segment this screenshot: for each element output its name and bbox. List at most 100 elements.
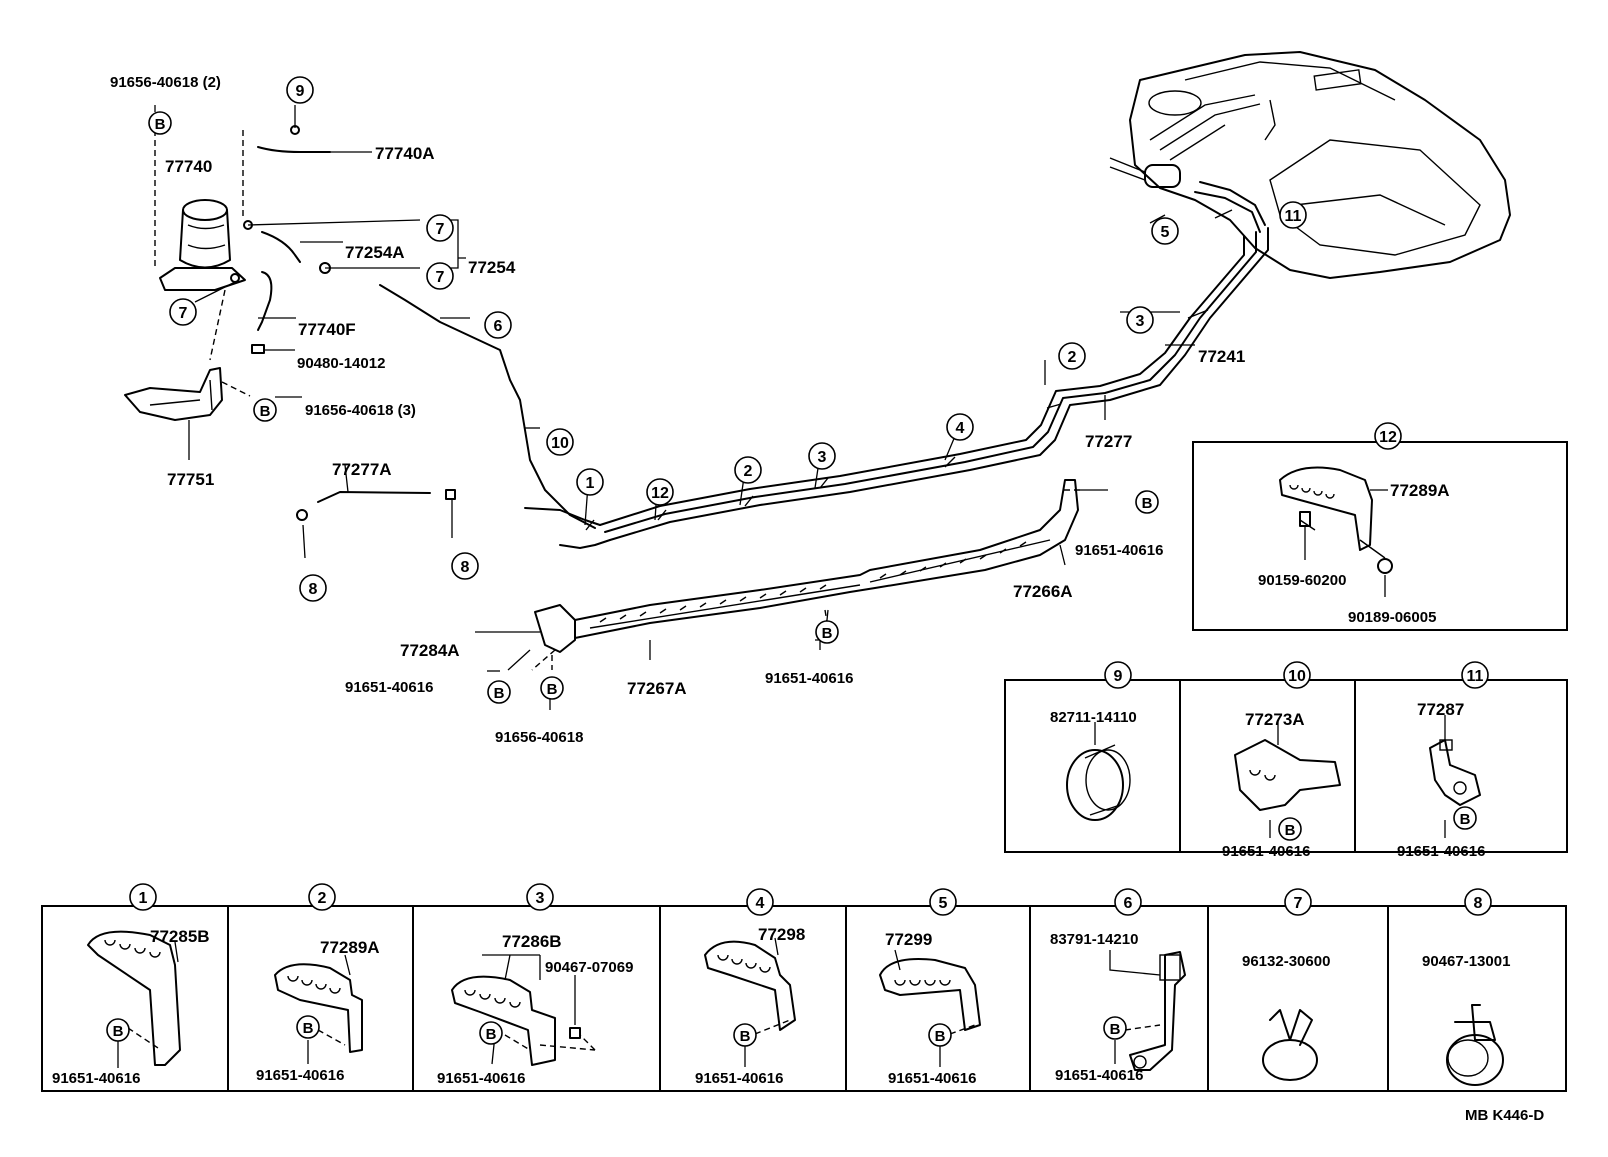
label-90480-14012: 90480-14012	[297, 355, 385, 372]
clamp-77285b	[87, 930, 181, 1066]
callout-2-box: 2	[308, 883, 336, 911]
svg-text:6: 6	[1124, 895, 1133, 912]
callout-11-box: 11	[1461, 661, 1489, 689]
label-77289a: 77289A	[320, 938, 380, 957]
bolt-b-13: B	[928, 1023, 952, 1047]
label-90189-06005: 90189-06005	[1348, 609, 1436, 626]
bolt-b-9: B	[106, 1018, 130, 1042]
callout-7-box: 7	[1284, 888, 1312, 916]
callout-2-main-a: 2	[734, 456, 762, 484]
callout-1-box: 1	[129, 883, 157, 911]
svg-text:B: B	[155, 116, 166, 133]
svg-text:B: B	[494, 685, 505, 702]
svg-text:5: 5	[939, 895, 948, 912]
hose-77740a	[257, 146, 331, 153]
bolt-b-2: B	[253, 398, 277, 422]
svg-text:8: 8	[309, 581, 318, 598]
hose-77254a	[261, 231, 301, 263]
bolt-b-3: B	[1135, 490, 1159, 514]
clamp-90467-13001	[1446, 1004, 1504, 1086]
svg-text:B: B	[547, 681, 558, 698]
label-90159-60200: 90159-60200	[1258, 572, 1346, 589]
label-91651-40616-c: 91651-40616	[765, 670, 853, 687]
label-77284a: 77284A	[400, 641, 460, 660]
svg-text:12: 12	[651, 485, 669, 502]
callout-6: 6	[484, 311, 512, 339]
svg-text:B: B	[113, 1023, 124, 1040]
svg-text:B: B	[935, 1028, 946, 1045]
callout-9-box: 9	[1104, 661, 1132, 689]
label-77277a: 77277A	[332, 460, 392, 479]
nut-90480	[251, 344, 265, 354]
svg-text:7: 7	[436, 221, 445, 238]
svg-text:9: 9	[296, 83, 305, 100]
callout-10-main: 10	[546, 428, 574, 456]
svg-text:7: 7	[436, 269, 445, 286]
svg-text:3: 3	[818, 449, 827, 466]
svg-text:7: 7	[1294, 895, 1303, 912]
bolt-markers: B B B B B B B B B B B B B B	[106, 111, 1477, 1047]
label-77241: 77241	[1198, 347, 1245, 366]
svg-text:4: 4	[956, 420, 965, 437]
label-91651-40616-e: 91651-40616	[1397, 843, 1485, 860]
svg-text:2: 2	[1068, 349, 1077, 366]
label-91651-40616-f: 91651-40616	[52, 1070, 140, 1087]
svg-text:B: B	[822, 625, 833, 642]
leader-lines	[154, 105, 1233, 710]
part-labels: 91656-40618 (2) 77740 77740A 77254A 7725…	[52, 74, 1544, 1124]
bolt-b-1: B	[148, 111, 172, 135]
detail-box-12	[1192, 441, 1568, 631]
bolt-b-14: B	[1103, 1016, 1127, 1040]
callout-2-main-b: 2	[1058, 342, 1086, 370]
svg-text:11: 11	[1285, 208, 1302, 225]
label-91651-40616-d: 91651-40616	[1222, 843, 1310, 860]
bolt-b-6: B	[540, 676, 564, 700]
bracket-77751	[124, 367, 223, 421]
label-91656-40618: 91656-40618	[495, 729, 583, 746]
bolt-b-10: B	[296, 1015, 320, 1039]
detail-row-1-8	[41, 905, 1567, 1092]
svg-text:10: 10	[551, 435, 569, 452]
svg-text:B: B	[260, 403, 271, 420]
callout-6-box: 6	[1114, 888, 1142, 916]
svg-text:6: 6	[494, 318, 503, 335]
callout-7-a: 7	[426, 214, 454, 242]
callout-9-top: 9	[286, 76, 314, 104]
label-90467-13001: 90467-13001	[1422, 953, 1510, 970]
clamp-77298	[704, 940, 796, 1031]
svg-text:B: B	[740, 1028, 751, 1045]
svg-text:5: 5	[1161, 224, 1170, 241]
hose-77277a	[317, 491, 431, 503]
hose-clamp-82711	[1066, 744, 1131, 821]
label-83791-14210: 83791-14210	[1050, 931, 1138, 948]
callout-8-box: 8	[1464, 888, 1492, 916]
svg-text:4: 4	[756, 895, 765, 912]
bolt-b-11: B	[479, 1021, 503, 1045]
svg-text:1: 1	[586, 475, 595, 492]
svg-text:1: 1	[139, 890, 148, 907]
svg-text:8: 8	[1474, 895, 1483, 912]
label-91651-40616-g: 91651-40616	[256, 1067, 344, 1084]
svg-text:B: B	[1142, 495, 1153, 512]
label-77254a: 77254A	[345, 243, 405, 262]
label-91651-40616-h: 91651-40616	[437, 1070, 525, 1087]
svg-text:8: 8	[461, 559, 470, 576]
fuel-tank	[1109, 51, 1511, 279]
callout-8-a: 8	[299, 574, 327, 602]
fuel-pump-assembly	[159, 199, 246, 291]
svg-text:B: B	[1460, 811, 1471, 828]
callout-12-main: 12	[646, 478, 674, 506]
label-91651-40616-b: 91651-40616	[345, 679, 433, 696]
clamp-77289a	[274, 963, 363, 1053]
svg-text:9: 9	[1114, 668, 1123, 685]
label-77298: 77298	[758, 925, 805, 944]
label-77254: 77254	[468, 258, 516, 277]
callout-5-box: 5	[929, 888, 957, 916]
callout-5-main: 5	[1151, 217, 1179, 245]
callout-11-main: 11	[1279, 201, 1307, 229]
svg-text:B: B	[1110, 1021, 1121, 1038]
hose-77740f	[257, 271, 273, 331]
label-77273a: 77273A	[1245, 710, 1305, 729]
clamp-96132	[1262, 1009, 1318, 1081]
